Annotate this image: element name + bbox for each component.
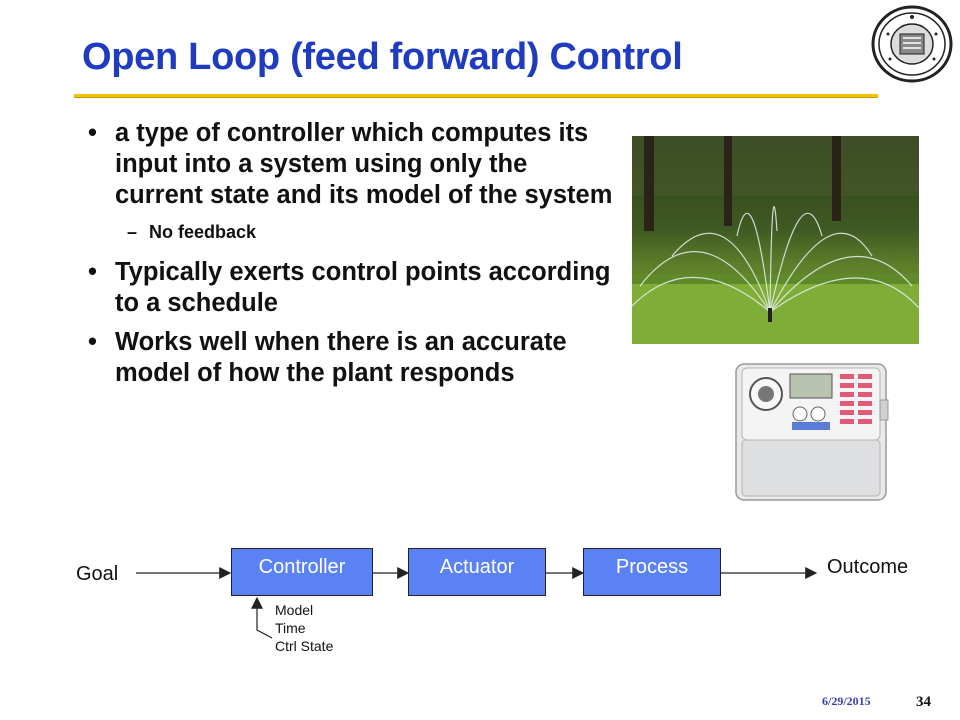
bullet-marker: •	[88, 119, 97, 147]
input-time: Time	[275, 620, 306, 636]
input-ctrl-state: Ctrl State	[275, 638, 334, 654]
sub-bullet-text: No feedback	[149, 222, 257, 242]
bullet-item: • a type of controller which computes it…	[88, 118, 618, 211]
bullet-text: a type of controller which computes its …	[115, 119, 613, 209]
slide-title: Open Loop (feed forward) Control	[82, 36, 683, 78]
bullet-marker: •	[88, 328, 97, 356]
sprinkler-photo	[632, 136, 919, 344]
sub-bullet-item: – No feedback	[88, 221, 618, 243]
process-block: Process	[583, 548, 721, 596]
bullet-text: Works well when there is an accurate mod…	[115, 328, 567, 387]
inputs-arrow	[251, 596, 273, 639]
sub-bullet-marker: –	[127, 222, 138, 242]
university-seal-icon	[871, 5, 953, 83]
outcome-label: Outcome	[827, 556, 909, 578]
actuator-block: Actuator	[408, 548, 546, 596]
bullet-marker: •	[88, 258, 97, 286]
goal-label: Goal	[76, 563, 119, 585]
controller-inputs: Model Time Ctrl State	[275, 601, 333, 655]
bullet-item: • Works well when there is an accurate m…	[88, 327, 618, 389]
irrigation-controller-image	[735, 363, 889, 501]
input-model: Model	[275, 602, 314, 618]
bullet-item: • Typically exerts control points accord…	[88, 257, 618, 319]
page-number: 34	[916, 694, 931, 710]
control-block-diagram	[136, 567, 818, 639]
footer-date: 6/29/2015	[822, 694, 871, 708]
bullet-text: Typically exerts control points accordin…	[115, 258, 611, 317]
bullet-list: • a type of controller which computes it…	[88, 118, 618, 397]
controller-block: Controller	[231, 548, 373, 596]
title-underline	[74, 94, 878, 98]
